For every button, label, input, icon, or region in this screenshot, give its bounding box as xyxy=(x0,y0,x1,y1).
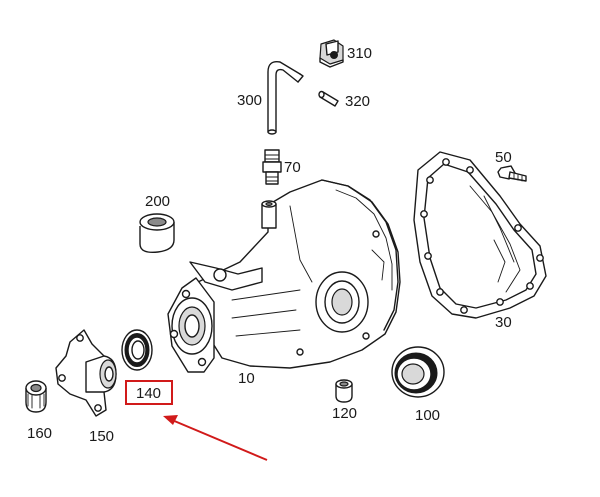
part-160-collar-nut[interactable] xyxy=(25,380,47,413)
part-70-breather-valve[interactable] xyxy=(262,149,282,185)
label-120: 120 xyxy=(332,405,357,422)
label-320: 320 xyxy=(345,93,370,110)
part-300-vent-hose[interactable] xyxy=(267,61,304,135)
part-320-pin[interactable] xyxy=(318,90,339,107)
label-140: 140 xyxy=(136,385,161,402)
part-310-clip[interactable] xyxy=(319,39,344,68)
part-120-plug[interactable] xyxy=(335,379,353,403)
label-50: 50 xyxy=(495,149,512,166)
highlight-box-140 xyxy=(125,380,173,405)
label-70: 70 xyxy=(284,159,301,176)
red-arrow-icon xyxy=(163,415,268,461)
label-310: 310 xyxy=(347,45,372,62)
label-200: 200 xyxy=(145,193,170,210)
part-140-shaft-seal[interactable] xyxy=(121,329,153,371)
label-100: 100 xyxy=(415,407,440,424)
part-150-companion-flange[interactable] xyxy=(55,329,117,417)
part-10-differential-housing[interactable] xyxy=(167,179,401,373)
part-50-bolt[interactable] xyxy=(497,165,527,182)
label-150: 150 xyxy=(89,428,114,445)
label-10: 10 xyxy=(238,370,255,387)
part-100-output-seal[interactable] xyxy=(391,346,445,398)
label-160: 160 xyxy=(27,425,52,442)
part-200-bushing[interactable] xyxy=(139,213,175,254)
part-30-rear-cover[interactable] xyxy=(413,151,547,319)
label-30: 30 xyxy=(495,314,512,331)
label-300: 300 xyxy=(237,92,262,109)
